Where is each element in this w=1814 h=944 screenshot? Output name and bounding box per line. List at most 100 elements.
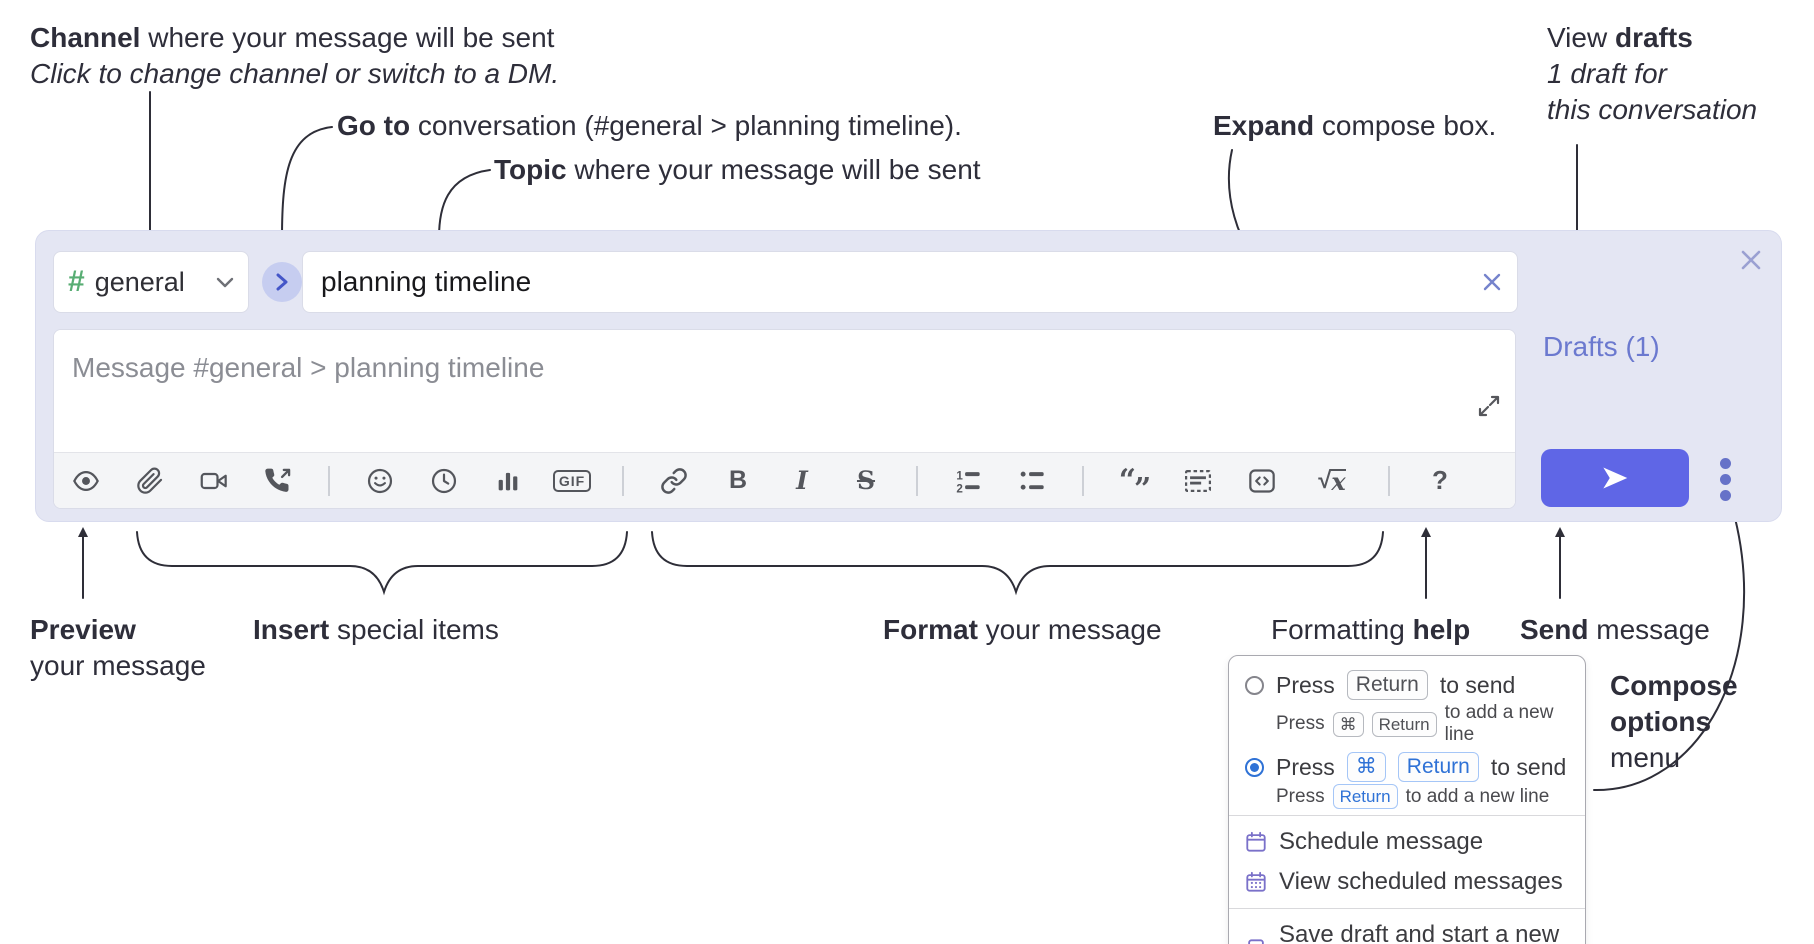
eye-icon — [73, 470, 99, 491]
send-button[interactable] — [1541, 449, 1689, 507]
go-to-conversation-button[interactable] — [262, 262, 302, 302]
compose-toolbar: GIF B I S — [54, 452, 1515, 508]
preview-arrowhead — [78, 527, 88, 537]
toolbar-separator — [1082, 465, 1084, 496]
send-option-return[interactable]: Press Return to send — [1245, 670, 1569, 700]
topic-annotation: Topic where your message will be sent — [494, 154, 981, 185]
insert-annotation: Insert special items — [253, 614, 499, 645]
toolbar-separator — [916, 465, 918, 496]
schedule-message-item[interactable]: Schedule message — [1245, 822, 1569, 862]
link-icon — [661, 467, 687, 494]
save-draft-icon — [1248, 939, 1264, 944]
toolbar-separator — [1388, 465, 1390, 496]
question-mark-icon: ? — [1432, 465, 1448, 495]
view-drafts-annotation: View drafts 1 draft for this conversatio… — [1547, 20, 1757, 128]
drafts-link[interactable]: Drafts (1) — [1543, 331, 1660, 362]
italic-button[interactable]: I — [788, 466, 816, 495]
calendar-grid-icon — [1246, 871, 1266, 892]
cmd-keycap: ⌘ — [1346, 752, 1386, 782]
dot-icon — [1719, 457, 1731, 469]
bar-chart-icon — [498, 472, 518, 490]
phone-outgoing-icon — [265, 468, 291, 492]
chevron-right-icon — [276, 273, 288, 291]
save-draft-item[interactable]: Save draft and start a new message — [1245, 915, 1569, 944]
link-button[interactable] — [660, 467, 688, 495]
format-annotation: Format your message — [883, 614, 1162, 645]
quote-button[interactable]: “” — [1119, 465, 1152, 504]
goto-connector-line — [281, 126, 333, 239]
send-option-cmd-return[interactable]: Press ⌘ Return to send — [1245, 752, 1569, 782]
clock-icon — [431, 468, 457, 493]
channel-selector-button[interactable]: # general — [53, 251, 249, 313]
bulleted-list-button[interactable] — [1018, 467, 1046, 495]
poll-button[interactable] — [494, 467, 522, 495]
radio-unselected[interactable] — [1245, 675, 1264, 695]
expand-compose-button[interactable] — [1477, 394, 1501, 418]
attach-file-button[interactable] — [136, 467, 164, 495]
compose-box: # general — [35, 230, 1782, 522]
gif-button[interactable]: GIF — [552, 467, 592, 495]
message-input[interactable] — [54, 330, 1515, 452]
channel-annotation-line2: Click to change channel or switch to a D… — [30, 58, 560, 89]
topic-input-wrap — [302, 251, 1518, 313]
return-keycap: Return — [1346, 670, 1428, 700]
expand-annotation: Expand compose box. — [1213, 110, 1497, 141]
code-button[interactable] — [1248, 467, 1276, 495]
compose-options-button[interactable] — [1707, 453, 1743, 505]
goto-annotation: Go to conversation (#general > planning … — [337, 110, 962, 141]
paperclip-icon — [137, 467, 163, 494]
menu-divider — [1229, 908, 1585, 909]
formatting-help-annotation: Formatting help — [1271, 614, 1471, 645]
spoiler-button[interactable] — [1184, 467, 1212, 495]
view-scheduled-messages-item[interactable]: View scheduled messages — [1245, 862, 1569, 902]
view-drafts-line2: 1 draft for — [1547, 58, 1667, 89]
italic-icon: I — [796, 466, 808, 495]
return-keycap: Return — [1397, 752, 1479, 782]
topic-connector-line — [438, 169, 491, 239]
send-icon — [1603, 467, 1628, 489]
view-drafts-line3: this conversation — [1547, 94, 1758, 125]
numbered-list-icon: 1 2 — [956, 469, 980, 495]
dot-icon — [1719, 489, 1731, 501]
bold-button[interactable]: B — [724, 466, 752, 495]
smiley-icon — [367, 468, 393, 493]
math-icon: √x — [1318, 466, 1346, 496]
channel-hash-icon: # — [68, 265, 85, 298]
channel-name: general — [94, 266, 185, 297]
topic-input[interactable] — [321, 266, 1481, 298]
compose-options-annotation: Compose options menu — [1610, 670, 1738, 773]
send-option-cmd-return-sub: Press Return to add a new line — [1276, 784, 1569, 809]
radio-selected[interactable] — [1245, 757, 1264, 777]
strikethrough-button[interactable]: S — [852, 466, 880, 495]
preview-button[interactable] — [72, 467, 100, 495]
preview-annotation: Preview your message — [30, 614, 206, 681]
formatting-help-button[interactable]: ? — [1426, 465, 1454, 495]
calendar-icon — [1246, 831, 1266, 852]
bulleted-list-icon — [1020, 471, 1044, 490]
spoiler-icon — [1184, 469, 1212, 492]
numbered-list-button[interactable]: 1 2 — [954, 467, 982, 495]
send-arrowhead — [1555, 527, 1565, 537]
emoji-button[interactable] — [366, 467, 394, 495]
menu-divider — [1229, 815, 1585, 816]
video-call-button[interactable] — [200, 467, 228, 495]
clear-topic-icon[interactable] — [1481, 271, 1503, 293]
svg-text:1: 1 — [956, 469, 963, 482]
help-arrowhead — [1421, 527, 1431, 537]
toolbar-separator — [622, 465, 624, 496]
return-keycap: Return — [1371, 711, 1437, 737]
channel-annotation: Channel where your message will be sent … — [30, 20, 559, 92]
view-drafts-line1: View drafts — [1547, 22, 1693, 53]
toolbar-separator — [328, 465, 330, 496]
strikethrough-icon: S — [856, 466, 876, 495]
insert-brace — [136, 531, 628, 596]
time-button[interactable] — [430, 467, 458, 495]
svg-text:2: 2 — [956, 482, 963, 494]
bold-icon: B — [728, 466, 748, 494]
math-button[interactable]: √x — [1312, 467, 1352, 495]
close-compose-button[interactable] — [1736, 245, 1766, 275]
message-editor: GIF B I S — [53, 329, 1516, 509]
voice-call-button[interactable] — [264, 467, 292, 495]
compose-options-menu: Press Return to send Press ⌘ Return to a… — [1228, 655, 1586, 944]
